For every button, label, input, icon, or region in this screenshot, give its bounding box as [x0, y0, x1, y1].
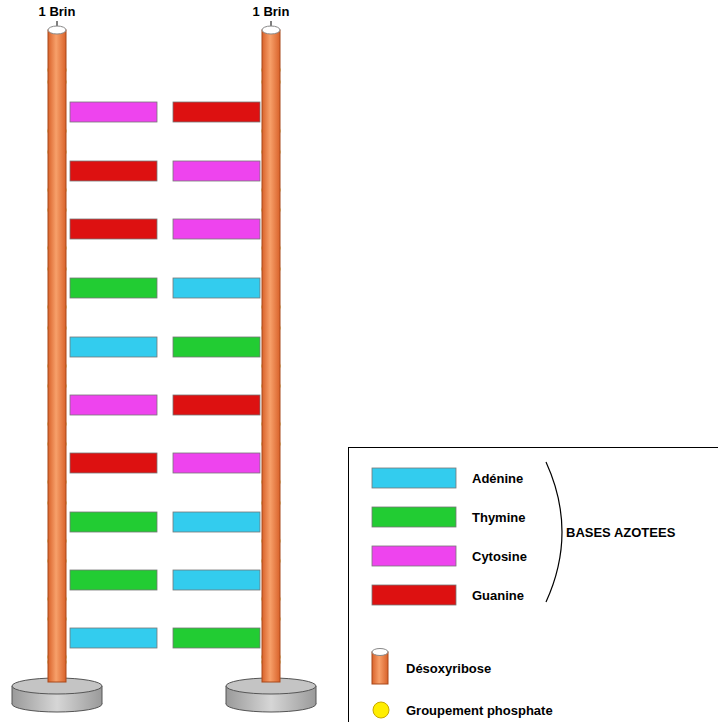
nitrogen-base — [70, 453, 157, 473]
legend-phosphate-icon — [373, 702, 389, 718]
nitrogen-base — [173, 219, 260, 239]
bracket — [546, 462, 562, 602]
nitrogen-base — [70, 628, 157, 648]
legend-deoxyribose-icon — [372, 649, 388, 685]
deoxyribose-strand — [262, 26, 280, 682]
deoxyribose-strand — [48, 26, 66, 682]
nitrogen-base — [70, 278, 157, 298]
legend-label: Adénine — [472, 471, 523, 486]
legend-label: Thymine — [472, 510, 525, 525]
nitrogen-base — [173, 512, 260, 532]
strand-label: 1 Brin — [39, 4, 76, 19]
nitrogen-base — [173, 337, 260, 357]
nitrogen-base — [70, 102, 157, 122]
legend-swatch — [372, 546, 456, 566]
nitrogen-base — [70, 337, 157, 357]
legend-label: Guanine — [472, 588, 524, 603]
nitrogen-base — [70, 570, 157, 590]
strand-stand — [226, 678, 316, 712]
strand-label: 1 Brin — [253, 4, 290, 19]
nitrogen-base — [70, 219, 157, 239]
nitrogen-base — [173, 628, 260, 648]
strand-stand — [12, 678, 102, 712]
nitrogen-base — [70, 395, 157, 415]
nitrogen-base — [173, 161, 260, 181]
legend-swatch — [372, 585, 456, 605]
nitrogen-base — [173, 453, 260, 473]
nitrogen-base — [173, 278, 260, 298]
nitrogen-base — [173, 102, 260, 122]
legend-swatch — [372, 507, 456, 527]
group-label: BASES AZOTEES — [566, 525, 675, 540]
nitrogen-base — [173, 570, 260, 590]
legend-label: Cytosine — [472, 549, 527, 564]
legend-box — [349, 448, 718, 722]
nitrogen-base — [70, 512, 157, 532]
legend-swatch — [372, 468, 456, 488]
nitrogen-base — [173, 395, 260, 415]
legend-label: Groupement phosphate — [406, 703, 553, 718]
nitrogen-base — [70, 161, 157, 181]
legend-label: Désoxyribose — [406, 661, 491, 676]
base-pairs — [70, 102, 260, 648]
